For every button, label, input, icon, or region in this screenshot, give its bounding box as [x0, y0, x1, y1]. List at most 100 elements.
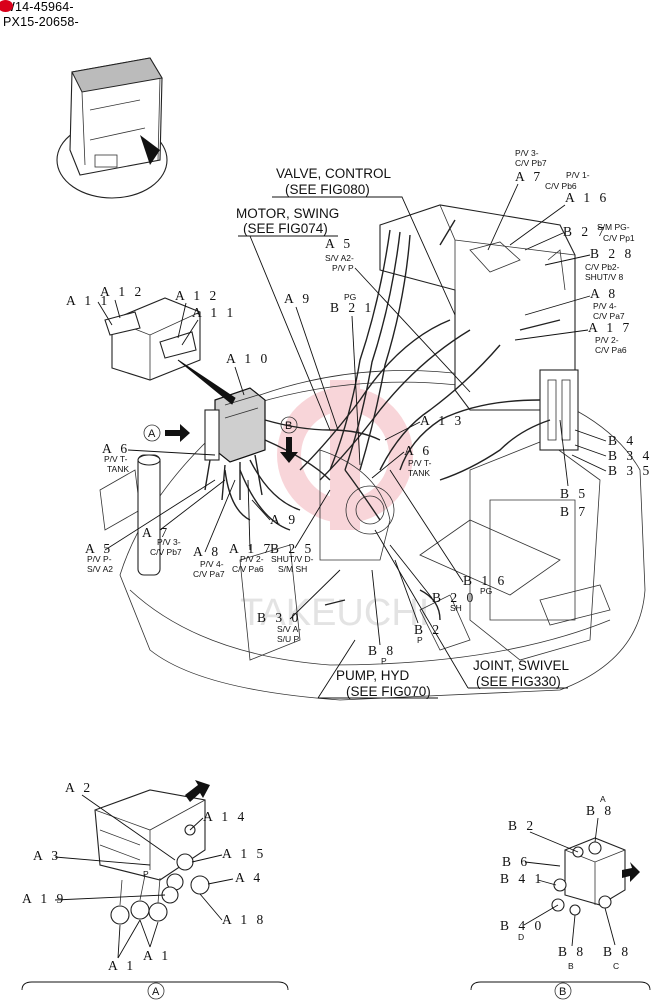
- callout-b21: PG B 2 1: [330, 292, 374, 466]
- ref-joint-swivel: JOINT, SWIVEL (SEE FIG330): [374, 529, 570, 689]
- svg-text:A 1 5: A 1 5: [222, 846, 266, 861]
- svg-text:S/M PG-: S/M PG-: [597, 222, 630, 232]
- svg-text:(SEE FIG074): (SEE FIG074): [243, 221, 328, 236]
- detail-view-a: P A 2 A 1 4 A 3 A 1 5 A 4 A 1 9 A 1 8 A …: [21, 780, 289, 991]
- svg-text:B 5: B 5: [560, 486, 588, 501]
- svg-text:C/V Pb6: C/V Pb6: [545, 181, 577, 191]
- callout-a17-top: A 1 7 P/V 2- C/V Pa6: [514, 320, 629, 355]
- svg-text:P/V 2-: P/V 2-: [595, 335, 619, 345]
- svg-text:C/V Pp1: C/V Pp1: [603, 233, 635, 243]
- svg-text:A 1 9: A 1 9: [22, 891, 66, 906]
- svg-text:B 8: B 8: [368, 643, 396, 658]
- callout-a5-top: A 5 S/V A2- P/V P: [325, 236, 471, 393]
- svg-text:A 2: A 2: [65, 780, 93, 795]
- svg-text:C/V Pa6: C/V Pa6: [232, 564, 264, 574]
- svg-text:A 7: A 7: [142, 525, 170, 540]
- svg-text:A 1 8: A 1 8: [222, 912, 266, 927]
- ref-pump-hyd: PUMP, HYD (SEE FIG070): [317, 639, 438, 699]
- svg-text:(SEE FIG080): (SEE FIG080): [285, 182, 370, 197]
- svg-text:A 1 2: A 1 2: [175, 288, 219, 303]
- svg-text:SHUT/V D-: SHUT/V D-: [271, 554, 314, 564]
- svg-text:P/V P: P/V P: [332, 263, 354, 273]
- svg-text:SHUT/V 8: SHUT/V 8: [585, 272, 624, 282]
- svg-text:A 9: A 9: [284, 291, 312, 306]
- callout-b28: B 2 8 C/V Pb2- SHUT/V 8: [544, 246, 634, 282]
- svg-text:P/V 4-: P/V 4-: [200, 559, 224, 569]
- svg-text:S/V A-: S/V A-: [277, 624, 301, 634]
- svg-text:PG: PG: [344, 292, 356, 302]
- callout-b27: B 2 7 S/M PG- C/V Pp1: [524, 222, 635, 251]
- svg-text:B 2: B 2: [414, 622, 442, 637]
- svg-text:B 3 5: B 3 5: [608, 463, 652, 478]
- svg-text:B 6: B 6: [502, 854, 530, 869]
- svg-text:P/V P-: P/V P-: [87, 554, 112, 564]
- svg-text:S/U P: S/U P: [277, 634, 300, 644]
- svg-text:C: C: [613, 961, 619, 971]
- svg-text:C/V Pb7: C/V Pb7: [150, 547, 182, 557]
- view-marker-a: A: [143, 424, 161, 442]
- svg-text:C/V Pb7: C/V Pb7: [515, 158, 547, 168]
- svg-text:A 1 6: A 1 6: [565, 190, 609, 205]
- callout-a5-left: A 5 P/V P- S/V A2: [85, 479, 216, 574]
- callout-a12-right: A 1 2: [175, 288, 219, 339]
- callout-a7-left: A 7 P/V 3- C/V Pb7: [142, 479, 226, 557]
- svg-text:A 3: A 3: [33, 848, 61, 863]
- svg-text:B 2 8: B 2 8: [590, 246, 634, 261]
- view-marker-b: B: [280, 416, 298, 434]
- callout-a8-bottom: A 8 P/V 4- C/V Pa7: [193, 479, 236, 579]
- svg-text:PG: PG: [480, 586, 492, 596]
- callout-b34: B 3 4: [574, 444, 652, 463]
- pilot-valve: [204, 387, 266, 501]
- serial-number-1: W14-45964-: [0, 0, 74, 14]
- svg-text:B 2 5: B 2 5: [270, 541, 314, 556]
- svg-text:PUMP, HYD: PUMP, HYD: [336, 668, 410, 683]
- ref-valve-control: VALVE, CONTROL (SEE FIG080): [272, 166, 456, 316]
- svg-text:B 2 7: B 2 7: [563, 224, 607, 239]
- svg-text:A 1 2: A 1 2: [100, 284, 144, 299]
- svg-text:SH: SH: [450, 603, 462, 613]
- callout-b4: B 4: [574, 429, 633, 448]
- svg-text:B 2 1: B 2 1: [330, 300, 374, 315]
- svg-text:C/V Pa7: C/V Pa7: [593, 311, 625, 321]
- callout-a6-left: A 6 P/V T- TANK: [102, 441, 216, 474]
- view-marker-b-bottom: B: [554, 982, 572, 1000]
- svg-text:A 5: A 5: [325, 236, 353, 251]
- svg-text:(SEE FIG070): (SEE FIG070): [346, 684, 431, 699]
- svg-text:C/V Pb2-: C/V Pb2-: [585, 262, 620, 272]
- callout-a9-mid: A 9: [251, 499, 295, 527]
- callout-a11-left: A 1 1: [66, 293, 113, 326]
- svg-text:B 2 0: B 2 0: [432, 590, 476, 605]
- svg-text:B 7: B 7: [560, 504, 588, 519]
- svg-text:B 3 4: B 3 4: [608, 448, 652, 463]
- svg-text:A 4: A 4: [235, 870, 263, 885]
- callout-b25: B 2 5 SHUT/V D- S/M SH: [270, 489, 331, 574]
- svg-text:B 3 0: B 3 0: [257, 610, 301, 625]
- watermark-logo: TAKEUCHI: [240, 380, 429, 634]
- svg-text:VALVE, CONTROL: VALVE, CONTROL: [276, 166, 392, 181]
- svg-text:B: B: [285, 420, 292, 432]
- svg-text:A: A: [152, 986, 160, 998]
- svg-text:A: A: [600, 794, 606, 804]
- svg-text:P/V 3-: P/V 3-: [515, 148, 539, 158]
- svg-text:P: P: [417, 635, 423, 645]
- svg-text:A 1 3: A 1 3: [420, 413, 464, 428]
- svg-text:P/V 2-: P/V 2-: [240, 554, 264, 564]
- hoses: [224, 219, 561, 621]
- svg-text:A 1: A 1: [143, 948, 171, 963]
- svg-text:S/M SH: S/M SH: [278, 564, 307, 574]
- svg-text:P/V T-: P/V T-: [104, 454, 128, 464]
- callout-b16: B 1 6 PG: [389, 469, 507, 596]
- svg-text:B 1 6: B 1 6: [463, 573, 507, 588]
- svg-text:A: A: [148, 428, 156, 440]
- svg-text:B 2: B 2: [508, 818, 536, 833]
- svg-text:A 1 1: A 1 1: [66, 293, 110, 308]
- solenoid-valve-block: [104, 297, 201, 381]
- callout-a13: A 1 3: [384, 413, 464, 441]
- svg-text:TANK: TANK: [408, 468, 430, 478]
- svg-text:MOTOR, SWING: MOTOR, SWING: [236, 206, 339, 221]
- callout-a6-right: A 6 P/V T- TANK: [371, 443, 432, 479]
- svg-text:P/V 3-: P/V 3-: [157, 537, 181, 547]
- svg-text:A 6: A 6: [404, 443, 432, 458]
- callout-b8-main: B 8 P: [368, 569, 396, 666]
